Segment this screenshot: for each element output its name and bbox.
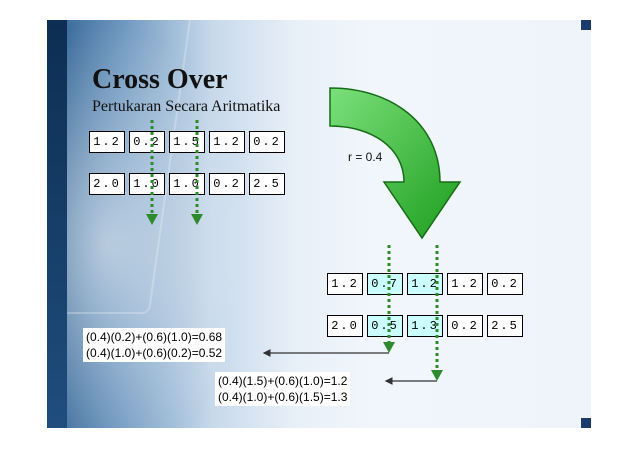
parent-2-gene-5: 2.5 <box>249 173 285 195</box>
parent-1-gene-4: 1.2 <box>209 131 245 153</box>
offspring-2-gene-5: 2.5 <box>487 315 523 337</box>
formula-left-line-2: (0.4)(1.0)+(0.6)(0.2)=0.52 <box>86 346 223 360</box>
offspring-2-gene-1: 2.0 <box>327 315 363 337</box>
offspring-dotted-lines <box>387 245 439 372</box>
big-green-arrow-icon <box>329 87 462 240</box>
slide-subtitle: Pertukaran Secara Aritmatika <box>92 98 281 115</box>
offspring-1-gene-3: 1.2 <box>407 273 443 295</box>
offspring-2-gene-4: 0.2 <box>447 315 483 337</box>
offspring-2-gene-3: 1.3 <box>407 315 443 337</box>
offspring-1-gene-5: 0.2 <box>487 273 523 295</box>
offspring-2-gene-2: 0.5 <box>367 315 403 337</box>
parent-row-1: 1.2 0.2 1.5 1.2 0.2 <box>89 131 285 153</box>
formula-right-line-1: (0.4)(1.5)+(0.6)(1.0)=1.2 <box>218 374 348 388</box>
parent-1-gene-1: 1.2 <box>89 131 125 153</box>
offspring-1-gene-4: 1.2 <box>447 273 483 295</box>
parent-1-gene-5: 0.2 <box>249 131 285 153</box>
formula-left-line-1: (0.4)(0.2)+(0.6)(1.0)=0.68 <box>86 330 223 344</box>
parent-2-gene-4: 0.2 <box>209 173 245 195</box>
parent-2-gene-1: 2.0 <box>89 173 125 195</box>
formula-right-line-2: (0.4)(1.0)+(0.6)(1.5)=1.3 <box>218 390 348 404</box>
parent-arrow-heads <box>146 214 203 225</box>
corner-mark-bottom <box>581 418 591 428</box>
offspring-arrow-heads <box>383 342 443 381</box>
formula-box-right: (0.4)(1.5)+(0.6)(1.0)=1.2 (0.4)(1.0)+(0.… <box>215 372 351 406</box>
offspring-1-gene-2: 0.7 <box>367 273 403 295</box>
slide-title: Cross Over <box>92 64 228 95</box>
offspring-1-gene-1: 1.2 <box>327 273 363 295</box>
parent-2-gene-3: 1.0 <box>169 173 205 195</box>
background-wedge <box>47 20 67 428</box>
offspring-row-2: 2.0 0.5 1.3 0.2 2.5 <box>327 315 523 337</box>
formula-box-left: (0.4)(0.2)+(0.6)(1.0)=0.68 (0.4)(1.0)+(0… <box>83 328 226 362</box>
parent-dotted-lines <box>150 120 199 215</box>
offspring-row-1: 1.2 0.7 1.2 1.2 0.2 <box>327 273 523 295</box>
parent-1-gene-3: 1.5 <box>169 131 205 153</box>
corner-mark-top <box>581 20 591 30</box>
r-value-label: r = 0.4 <box>348 150 383 164</box>
